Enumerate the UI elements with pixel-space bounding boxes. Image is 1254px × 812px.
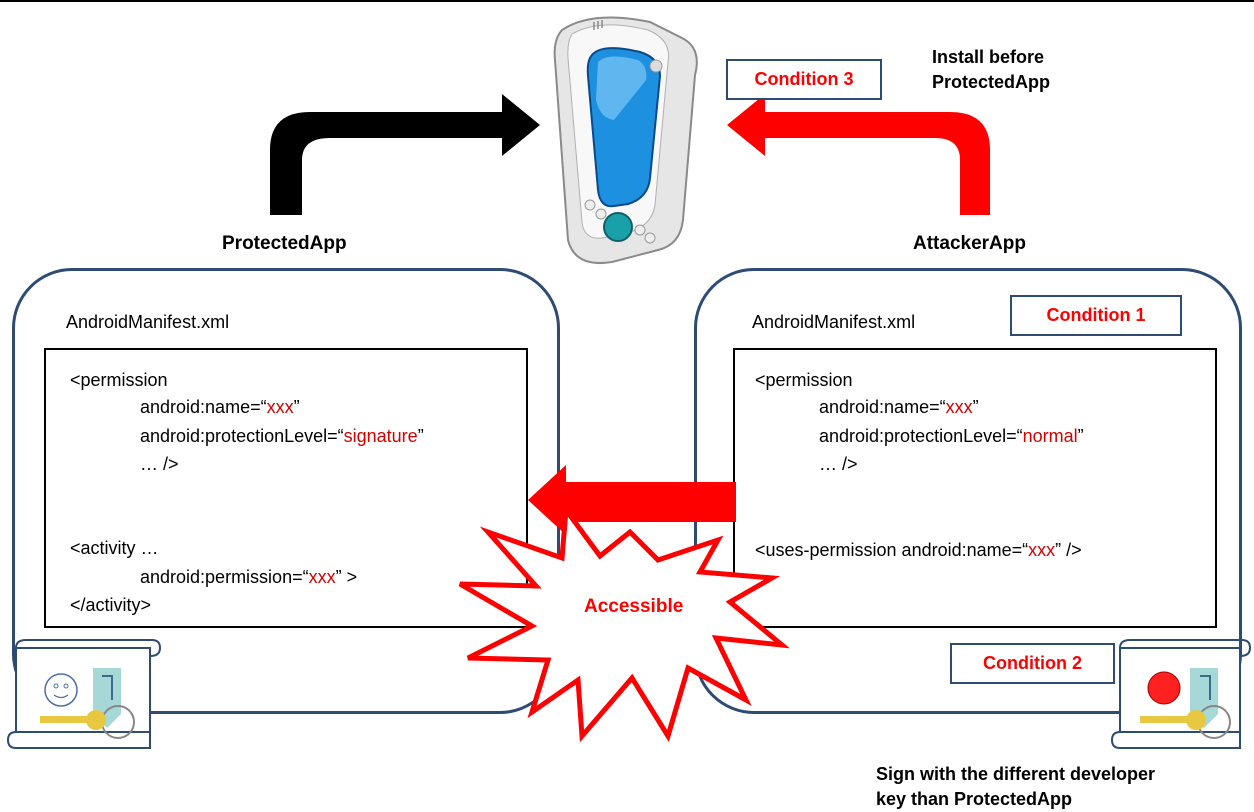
- code-line: … />: [140, 454, 179, 474]
- code-line: android:protectionLevel=“signature”: [140, 426, 424, 446]
- code-line: </activity>: [70, 595, 152, 615]
- code-line: <permission: [755, 370, 853, 390]
- code-line: <permission: [70, 370, 168, 390]
- attacker-app-label: AttackerApp: [913, 233, 1026, 254]
- code-line: … />: [819, 454, 858, 474]
- attacker-manifest-title: AndroidManifest.xml: [752, 312, 916, 332]
- code-line: android:permission=“xxx” >: [140, 567, 358, 587]
- code-line: <uses-permission android:name=“xxx” />: [755, 540, 1082, 560]
- install-arrow-protected: [270, 94, 540, 215]
- install-arrow-attacker: [727, 94, 990, 215]
- access-arrow: [528, 465, 736, 535]
- protected-cert-icon: [6, 639, 162, 749]
- condition-3-box: Condition 3: [726, 59, 882, 100]
- accessible-label: Accessible: [584, 596, 684, 617]
- condition-1-box: Condition 1: [1010, 295, 1182, 336]
- code-line: android:name=“xxx”: [140, 397, 300, 417]
- code-line: android:name=“xxx”: [819, 397, 979, 417]
- install-before-note: Install before ProtectedApp: [932, 47, 1051, 92]
- code-line: android:protectionLevel=“normal”: [819, 426, 1084, 446]
- attacker-manifest-code: <permission android:name=“xxx” android:p…: [733, 348, 1217, 628]
- code-line: <activity …: [70, 538, 159, 558]
- protected-manifest-code: <permission android:name=“xxx” android:p…: [44, 348, 528, 628]
- attacker-cert-icon: [1110, 639, 1252, 749]
- protected-manifest-title: AndroidManifest.xml: [66, 312, 230, 332]
- condition-2-box: Condition 2: [950, 643, 1115, 684]
- accessible-burst-icon: [458, 503, 790, 743]
- top-rule: [0, 0, 1254, 2]
- sign-key-note: Sign with the different developer key th…: [876, 764, 1156, 809]
- phone-icon: [553, 16, 698, 264]
- protected-app-label: ProtectedApp: [222, 233, 347, 254]
